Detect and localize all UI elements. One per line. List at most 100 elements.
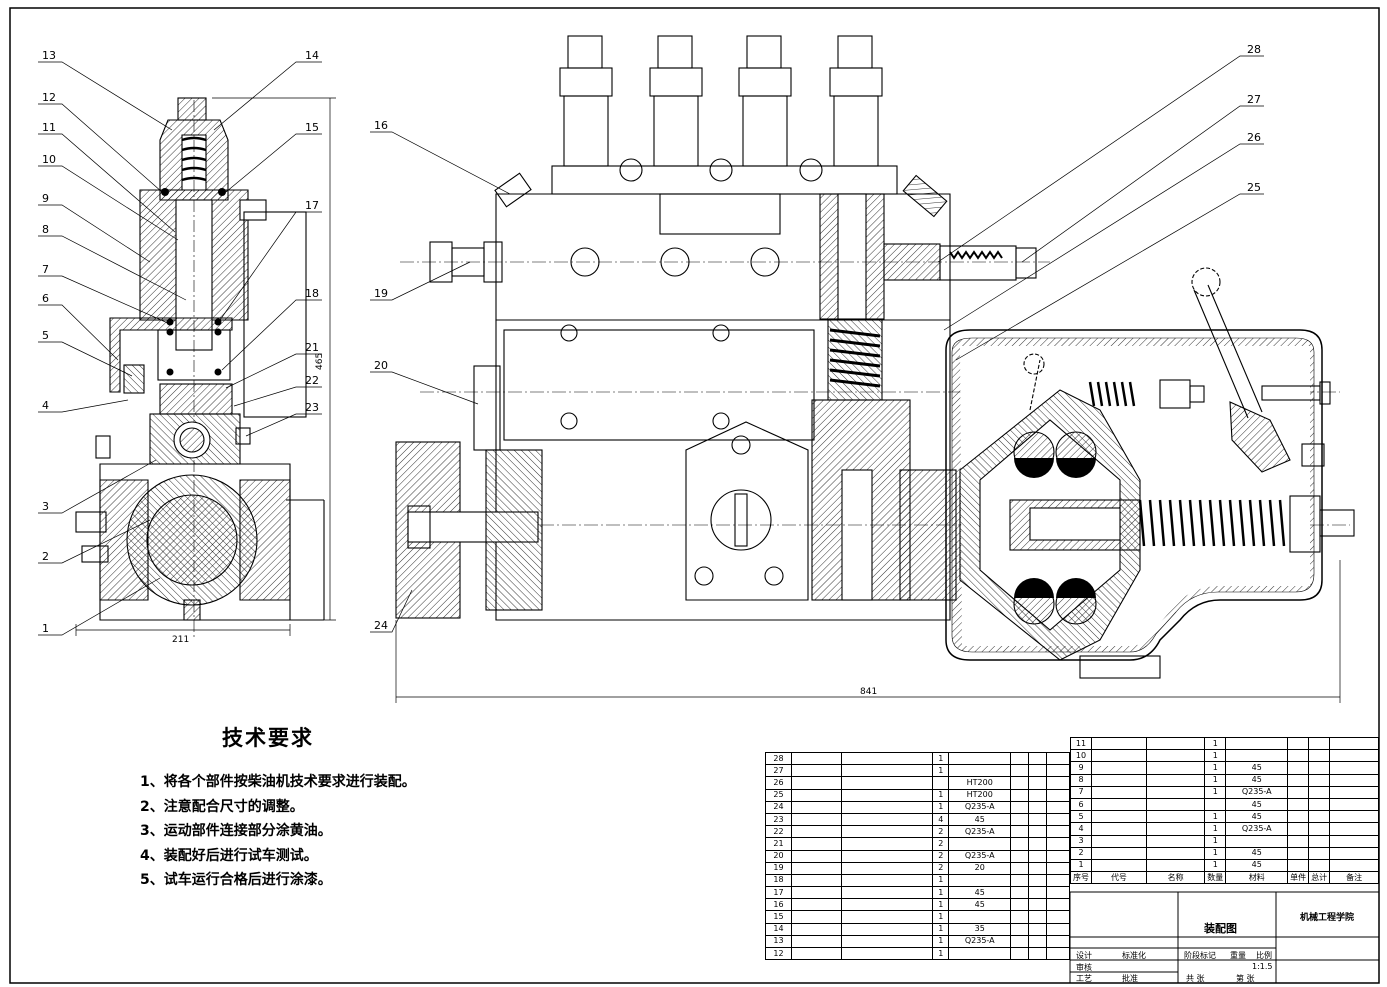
bom-cell-qty: 1 bbox=[932, 764, 950, 778]
callout: 2 bbox=[42, 550, 49, 563]
callout: 23 bbox=[305, 401, 319, 414]
bom-cell-qty: 2 bbox=[932, 861, 950, 875]
bom-header-material: 材料 bbox=[1225, 871, 1289, 885]
bom-cell-remark bbox=[1046, 886, 1070, 900]
bom-cell-w2 bbox=[1028, 861, 1048, 875]
bom-cell-no: 12 bbox=[765, 946, 792, 961]
bom-cell-w1 bbox=[1287, 810, 1310, 824]
bom-cell-no: 2 bbox=[1070, 846, 1092, 860]
bom-cell-code bbox=[1091, 834, 1147, 848]
bom-cell-material: Q235-A bbox=[1225, 785, 1289, 799]
bom-cell-no: 13 bbox=[765, 934, 792, 949]
bom-cell-name bbox=[1145, 736, 1206, 751]
callout: 6 bbox=[42, 292, 49, 305]
bom-cell-remark bbox=[1329, 858, 1379, 873]
bom-cell-material: 45 bbox=[1225, 761, 1289, 775]
bom-cell-material: 45 bbox=[1225, 797, 1289, 812]
bom-cell-name bbox=[1145, 797, 1206, 812]
tech-requirement-item: 3、运动部件连接部分涂黄油。 bbox=[140, 823, 332, 839]
bom-cell-w1 bbox=[1287, 761, 1310, 775]
bom-cell-code bbox=[790, 934, 842, 949]
bom-cell-material: HT200 bbox=[948, 788, 1012, 802]
bom-cell-w2 bbox=[1028, 910, 1048, 924]
bom-cell-name bbox=[840, 825, 934, 839]
bom-cell-w2 bbox=[1028, 934, 1048, 949]
bom-cell-w1 bbox=[1010, 837, 1030, 851]
bom-cell-remark bbox=[1046, 764, 1070, 778]
callout: 11 bbox=[42, 121, 56, 134]
callout: 27 bbox=[1247, 93, 1261, 106]
bom-cell-w2 bbox=[1308, 773, 1331, 787]
bom-cell-remark bbox=[1046, 751, 1070, 766]
bom-cell-name bbox=[840, 812, 934, 827]
bom-cell-code bbox=[1091, 797, 1147, 812]
bom-cell-name bbox=[840, 898, 934, 912]
bom-header-name: 名称 bbox=[1145, 871, 1206, 885]
bom-cell-remark bbox=[1329, 834, 1379, 848]
check-label: 审核 bbox=[1076, 963, 1092, 972]
bom-header-remark: 备注 bbox=[1329, 871, 1379, 885]
bom-cell-code bbox=[790, 910, 842, 924]
callout: 7 bbox=[42, 263, 49, 276]
bom-cell-code bbox=[790, 946, 842, 961]
bom-cell-material: 45 bbox=[1225, 773, 1289, 787]
bom-cell-code bbox=[790, 922, 842, 936]
bom-cell-name bbox=[1145, 761, 1206, 775]
bom-header-row: 序号 代号 名称 数量 材料 单件 总计 备注 bbox=[1070, 871, 1379, 885]
bom-cell-code bbox=[1091, 810, 1147, 824]
bom-cell-remark bbox=[1329, 749, 1379, 763]
callout: 19 bbox=[374, 287, 388, 300]
bom-cell-no: 15 bbox=[765, 910, 792, 924]
side-view-dimensions bbox=[75, 97, 336, 636]
bom-cell-w2 bbox=[1028, 825, 1048, 839]
bom-cell-no: 5 bbox=[1070, 810, 1092, 824]
bom-cell-name bbox=[1145, 785, 1206, 799]
sheet-no-label: 第 张 bbox=[1236, 974, 1255, 983]
bom-cell-material: 45 bbox=[1225, 810, 1289, 824]
bom-cell-qty: 1 bbox=[932, 800, 950, 814]
bom-cell-name bbox=[840, 751, 934, 766]
bom-cell-qty: 4 bbox=[932, 812, 950, 827]
callout: 13 bbox=[42, 49, 56, 62]
callout: 14 bbox=[305, 49, 319, 62]
bom-header-qty: 数量 bbox=[1204, 871, 1227, 885]
callout: 5 bbox=[42, 329, 49, 342]
bom-cell-w1 bbox=[1287, 858, 1310, 873]
bom-cell-code bbox=[790, 812, 842, 827]
bom-cell-remark bbox=[1046, 837, 1070, 851]
bom-cell-remark bbox=[1329, 797, 1379, 812]
bom-cell-name bbox=[1145, 858, 1206, 873]
bom-cell-no: 23 bbox=[765, 812, 792, 827]
organization-name: 机械工程学院 bbox=[1300, 913, 1355, 923]
bom-cell-qty: 2 bbox=[932, 837, 950, 851]
bom-cell-name bbox=[840, 861, 934, 875]
bom-cell-qty: 1 bbox=[932, 934, 950, 949]
bom-cell-qty bbox=[932, 776, 950, 790]
bom-cell-w1 bbox=[1010, 776, 1030, 790]
bom-cell-w1 bbox=[1287, 736, 1310, 751]
bom-cell-remark bbox=[1046, 776, 1070, 790]
body-bolts bbox=[560, 324, 784, 586]
callout: 25 bbox=[1247, 181, 1261, 194]
bom-cell-remark bbox=[1329, 822, 1379, 836]
bom-cell-w1 bbox=[1287, 822, 1310, 836]
bom-cell-material: 45 bbox=[1225, 846, 1289, 860]
bom-cell-qty: 1 bbox=[1204, 810, 1227, 824]
callout: 28 bbox=[1247, 43, 1261, 56]
bom-cell-qty: 1 bbox=[932, 788, 950, 802]
bom-cell-w2 bbox=[1028, 800, 1048, 814]
sheets-label: 共 张 bbox=[1186, 974, 1205, 983]
bom-cell-material bbox=[1225, 749, 1289, 763]
bom-cell-w2 bbox=[1028, 837, 1048, 851]
stage-mark-label: 阶段标记 bbox=[1184, 951, 1216, 960]
fitting-nuts bbox=[619, 158, 823, 182]
bom-cell-w2 bbox=[1308, 797, 1331, 812]
bom-cell-w1 bbox=[1010, 800, 1030, 814]
technical-requirements: 技术要求 1、将各个部件按柴油机技术要求进行装配。 2、注意配合尺寸的调整。 3… bbox=[140, 722, 560, 893]
